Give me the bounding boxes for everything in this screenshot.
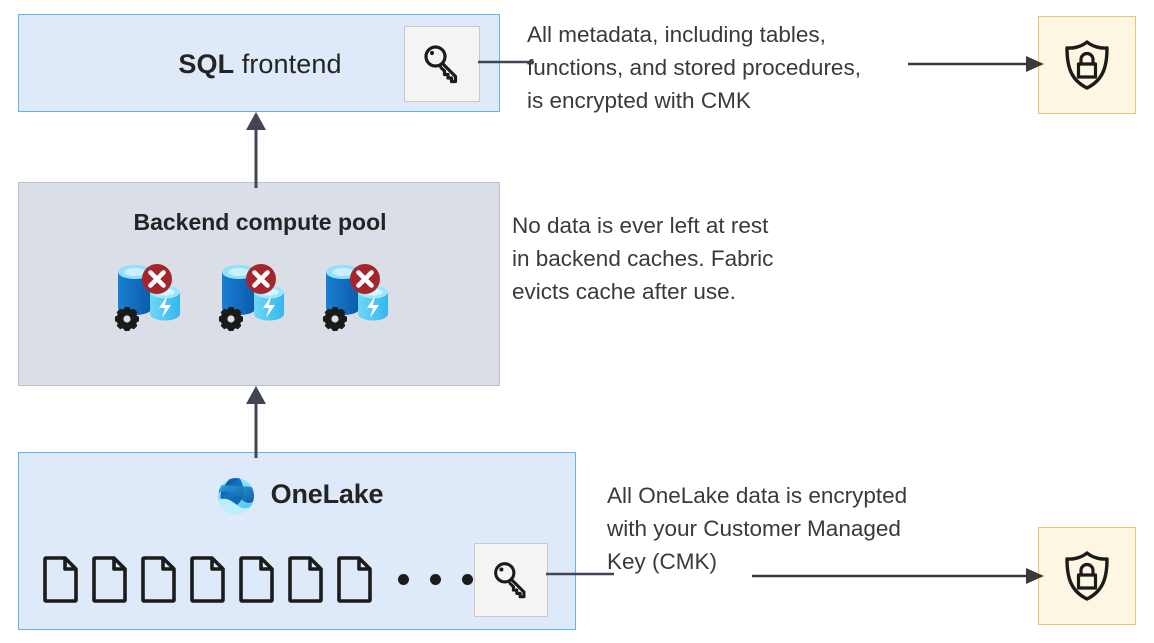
onelake-label: OneLake: [270, 478, 384, 509]
gear-icon: [323, 307, 347, 331]
compute-node-disabled-icon: [323, 264, 388, 331]
key-bow-dot: [499, 567, 504, 572]
error-badge-icon: [350, 264, 380, 294]
shield-lock-icon: [1065, 551, 1109, 601]
cache-annotation: No data is ever left at rest in backend …: [512, 213, 774, 304]
key-icon: [494, 562, 526, 599]
onelake-logo-icon: [217, 478, 254, 514]
compute-node-disabled-icon: [219, 264, 284, 331]
ellipsis: [398, 573, 473, 585]
document-icon: [43, 556, 78, 603]
key-icon: [424, 45, 458, 84]
document-icon: [92, 556, 127, 603]
sql-frontend-label-rest: frontend: [241, 48, 342, 79]
error-badge-icon: [142, 264, 172, 294]
sql-frontend-label-bold: SQL: [178, 48, 235, 79]
document-icon: [288, 556, 323, 603]
document-icon: [337, 556, 372, 603]
onelake-document-row: [42, 546, 535, 612]
compute-node-row: [110, 258, 400, 336]
connector-onelake-key-stub: [546, 572, 614, 576]
metadata-annotation: All metadata, including tables, function…: [527, 22, 861, 113]
key-vault-top-box: [1038, 16, 1136, 114]
connector-metadata-to-key-vault: [908, 56, 1044, 72]
connector-onelake-to-key-vault: [752, 568, 1044, 584]
ellipsis-dot: [462, 573, 473, 585]
gear-icon: [115, 307, 139, 331]
connector-sql-key-stub: [478, 60, 534, 64]
connector-onelake-to-backend: [246, 386, 266, 458]
sql-key-badge: [404, 26, 480, 102]
gear-icon: [219, 307, 243, 331]
key-bow-dot: [429, 50, 435, 56]
ellipsis-dot: [398, 573, 409, 585]
onelake-annotation: All OneLake data is encrypted with your …: [607, 483, 908, 574]
document-icon: [239, 556, 274, 603]
onelake-key-badge: [474, 543, 548, 617]
ellipsis-dot: [430, 573, 441, 585]
document-icon: [141, 556, 176, 603]
backend-compute-pool-label: Backend compute pool: [133, 209, 387, 235]
connector-backend-to-sql: [246, 112, 266, 188]
error-badge-icon: [246, 264, 276, 294]
shield-lock-icon: [1065, 40, 1109, 90]
key-vault-bottom-box: [1038, 527, 1136, 625]
onelake-brand: OneLake: [19, 471, 577, 517]
document-icon: [190, 556, 225, 603]
compute-node-disabled-icon: [115, 264, 180, 331]
